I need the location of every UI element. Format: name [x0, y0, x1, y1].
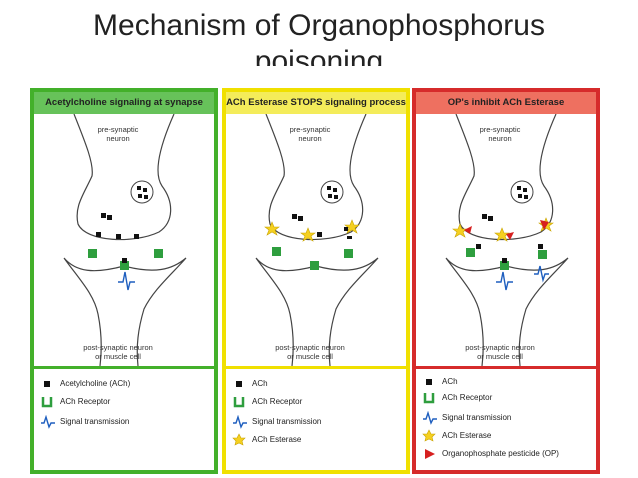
ach-esterase-star: [344, 219, 360, 234]
ach-esterase-star: [494, 227, 510, 242]
ach-receptor: [310, 261, 319, 270]
signal-icon: [41, 415, 55, 429]
ach-in-vesicle: [333, 188, 337, 192]
ach-esterase-star: [264, 221, 280, 236]
esterase-star-icon: [232, 433, 246, 446]
signal-transmission-icon: [534, 265, 549, 283]
post-synaptic-neuron: [63, 257, 187, 366]
title-line-2: poisoning: [254, 45, 384, 66]
panel-header: Acetylcholine signaling at synapse: [34, 92, 214, 114]
panel-op-inhibit: OP's inhibit ACh Esterase pre-synaptic n…: [412, 88, 600, 474]
op-pesticide: [506, 232, 514, 240]
pre-synaptic-label: pre-synaptic: [98, 125, 139, 134]
ach-in-vesicle: [327, 186, 331, 190]
panel-header: OP's inhibit ACh Esterase: [416, 92, 596, 114]
synapse-diagram: pre-synaptic neuron post-synaptic neuron…: [255, 114, 379, 366]
ach-in-vesicle: [524, 195, 528, 199]
pre-synaptic-label: pre-synaptic: [480, 125, 521, 134]
ach-molecule: [538, 244, 543, 249]
vesicle: [510, 180, 534, 204]
ach-molecule: [347, 236, 352, 239]
ach-receptor: [538, 250, 547, 259]
post-synaptic-label-2: or muscle cell: [287, 352, 333, 361]
pre-synaptic-label-2: neuron: [106, 134, 129, 143]
signal-icon: [423, 411, 437, 425]
op-triangle-icon: [425, 449, 435, 459]
vesicle: [130, 180, 154, 204]
post-synaptic-label-2: or muscle cell: [477, 352, 523, 361]
receptor-icon: [233, 397, 245, 408]
ach-molecule: [317, 232, 322, 237]
panel-esterase-stops: ACh Esterase STOPS signaling process pre…: [222, 88, 410, 474]
ach-in-vesicle: [328, 194, 332, 198]
ach-molecule: [476, 244, 481, 249]
ach-in-vesicle: [518, 194, 522, 198]
ach-esterase-star: [300, 227, 316, 242]
ach-square-icon: [236, 381, 242, 387]
receptor-icon: [41, 397, 53, 408]
signal-transmission-icon: [496, 271, 513, 291]
pre-synaptic-label-2: neuron: [298, 134, 321, 143]
ach-receptor: [272, 247, 281, 256]
ach-molecule: [298, 216, 303, 221]
ach-in-vesicle: [517, 186, 521, 190]
ach-molecule: [107, 215, 112, 220]
ach-molecule: [134, 234, 139, 239]
ach-receptor: [466, 248, 475, 257]
ach-molecule: [344, 227, 348, 231]
panel-header: ACh Esterase STOPS signaling process: [226, 92, 406, 114]
post-synaptic-label-2: or muscle cell: [95, 352, 141, 361]
ach-receptor: [154, 249, 163, 258]
op-pesticide: [464, 226, 472, 234]
ach-in-vesicle: [523, 188, 527, 192]
ach-square-icon: [44, 381, 50, 387]
esterase-star-icon: [422, 429, 436, 442]
pre-synaptic-neuron: [455, 114, 557, 241]
ach-square-icon: [426, 379, 432, 385]
synapse-diagram: pre-synaptic neuron post-synaptic neuron…: [63, 114, 187, 366]
ach-in-vesicle: [144, 195, 148, 199]
ach-in-vesicle: [143, 188, 147, 192]
synapse-diagram: pre-synaptic neuron post-synaptic neuron…: [445, 114, 569, 366]
ach-molecule: [482, 214, 487, 219]
signal-icon: [233, 415, 247, 429]
ach-receptor: [120, 261, 129, 270]
pre-synaptic-label: pre-synaptic: [290, 125, 331, 134]
ach-receptor: [500, 261, 509, 270]
vesicle: [320, 180, 344, 204]
receptor-icon: [423, 393, 435, 404]
panel-synapse-signaling: Acetylcholine signaling at synapse pre-s…: [30, 88, 218, 474]
post-synaptic-label: post-synaptic neuron: [465, 343, 535, 352]
ach-in-vesicle: [137, 186, 141, 190]
ach-in-vesicle: [334, 195, 338, 199]
ach-molecule: [96, 232, 101, 237]
op-pesticide: [540, 220, 549, 230]
ach-esterase-star: [452, 223, 468, 238]
ach-molecule: [488, 216, 493, 221]
ach-molecule: [292, 214, 297, 219]
ach-molecule: [502, 258, 507, 263]
ach-receptor: [344, 249, 353, 258]
title-line-1: Mechanism of Organophosphorus: [93, 9, 545, 42]
legend: ACh ACh Receptor Signal transmission ACh…: [416, 366, 596, 473]
post-synaptic-neuron: [255, 257, 379, 366]
ach-molecule: [116, 234, 121, 239]
ach-in-vesicle: [138, 194, 142, 198]
pre-synaptic-label-2: neuron: [488, 134, 511, 143]
legend: Acetylcholine (ACh) ACh Receptor Signal …: [34, 366, 214, 473]
post-synaptic-label: post-synaptic neuron: [275, 343, 345, 352]
pre-synaptic-neuron: [73, 114, 175, 241]
signal-transmission-icon: [118, 271, 135, 291]
legend: ACh ACh Receptor Signal transmission ACh…: [226, 366, 406, 473]
post-synaptic-neuron: [445, 257, 569, 366]
page-title: Mechanism of Organophosphorus poisoning: [0, 8, 638, 66]
ach-molecule: [101, 213, 106, 218]
post-synaptic-label: post-synaptic neuron: [83, 343, 153, 352]
ach-receptor: [88, 249, 97, 258]
ach-molecule: [122, 258, 127, 263]
